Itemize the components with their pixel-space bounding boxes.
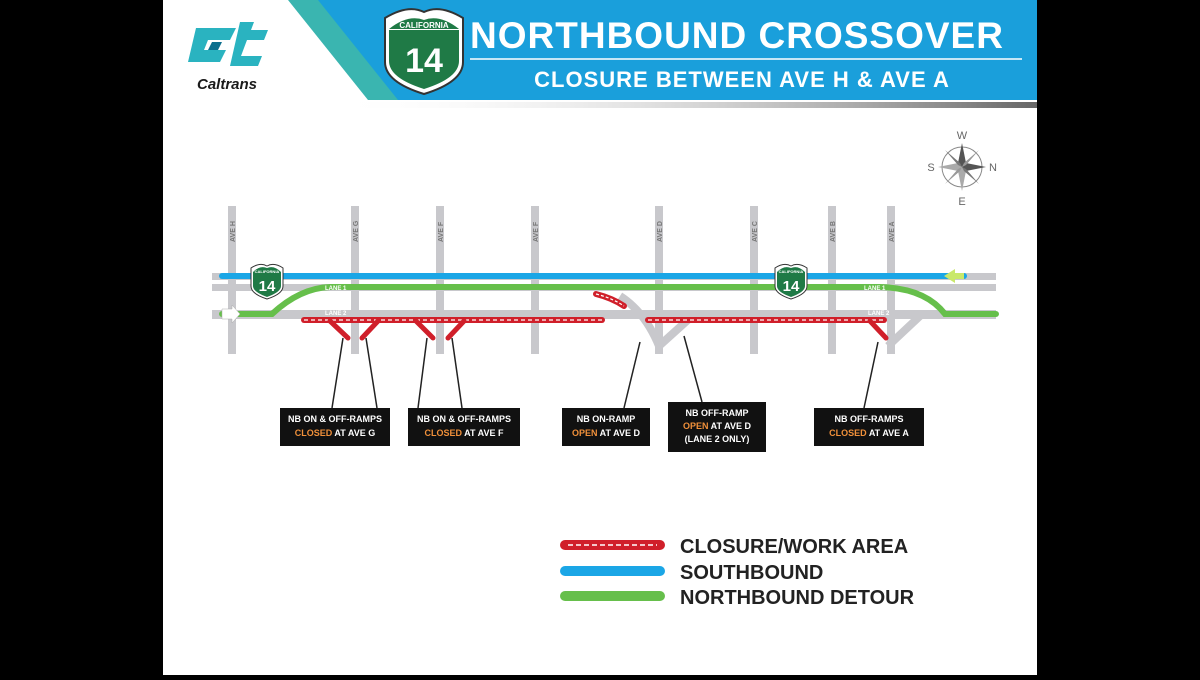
compass-n: N: [989, 162, 997, 174]
svg-text:CLOSED AT AVE F: CLOSED AT AVE F: [424, 428, 504, 438]
street-label-ave-f-east: AVE F: [533, 221, 540, 242]
lane-label-2-east: LANE 2: [868, 311, 890, 317]
route-shield-header: CALIFORNIA 14: [384, 8, 464, 96]
compass-s: S: [927, 162, 934, 174]
svg-text:(LANE 2 ONLY): (LANE 2 ONLY): [685, 434, 750, 444]
header-banner: [300, 0, 1037, 100]
compass-rose: W E S N: [927, 130, 997, 208]
closure-ramp-ave-g-off: [327, 318, 351, 341]
shield-state-label: CALIFORNIA: [399, 21, 449, 30]
lane-label-1-west: LANE 1: [325, 286, 347, 292]
caltrans-logo-text: Caltrans: [197, 76, 257, 93]
street-labels: AVE H AVE G AVE F AVE F AVE D AVE C AVE …: [230, 220, 896, 242]
closure-segments: [301, 291, 889, 341]
svg-text:14: 14: [783, 278, 800, 295]
page-subtitle: CLOSURE BETWEEN AVE H & AVE A: [534, 67, 950, 92]
shield-number: 14: [405, 42, 443, 80]
callout-ave-a: NB OFF-RAMPS CLOSED AT AVE A: [814, 408, 924, 446]
closure-ramp-ave-f-off: [413, 318, 436, 341]
northbound-detour-route: [219, 284, 999, 317]
svg-text:NB ON-RAMP: NB ON-RAMP: [577, 414, 636, 424]
callout-ave-d-offramp: NB OFF-RAMP OPEN AT AVE D (LANE 2 ONLY): [668, 402, 766, 452]
closure-ramp-ave-f-on: [445, 318, 467, 341]
street-label-ave-c: AVE C: [752, 221, 759, 242]
route-shield-map-east: CALIFORNIA 14: [774, 263, 808, 300]
svg-text:NB ON & OFF-RAMPS: NB ON & OFF-RAMPS: [288, 414, 382, 424]
ramp-ave-d-on: [617, 292, 663, 348]
callout-leaders: [331, 335, 879, 409]
svg-text:CALIFORNIA: CALIFORNIA: [255, 269, 280, 274]
lane-label-2-west: LANE 2: [325, 311, 347, 317]
callout-ave-g: NB ON & OFF-RAMPS CLOSED AT AVE G: [280, 408, 390, 446]
compass-w: W: [957, 130, 968, 142]
header: Caltrans CALIFORNIA 14 NORTHBOUND CROSSO…: [188, 0, 1037, 108]
callout-ave-f: NB ON & OFF-RAMPS CLOSED AT AVE F: [408, 408, 520, 446]
northbound-roadway: [212, 310, 996, 319]
callout-ave-d-onramp: NB ON-RAMP OPEN AT AVE D: [562, 408, 650, 446]
svg-text:NB OFF-RAMP: NB OFF-RAMP: [686, 408, 749, 418]
svg-text:CLOSED AT AVE G: CLOSED AT AVE G: [295, 428, 376, 438]
legend-label-southbound: SOUTHBOUND: [680, 562, 823, 584]
legend: CLOSURE/WORK AREA SOUTHBOUND NORTHBOUND …: [560, 536, 915, 609]
legend-label-closure: CLOSURE/WORK AREA: [680, 536, 908, 558]
street-label-ave-f-west: AVE F: [438, 221, 445, 242]
street-label-ave-h: AVE H: [230, 221, 237, 242]
street-label-ave-b: AVE B: [830, 221, 837, 242]
header-teal-stripe: [288, 0, 398, 100]
caltrans-logo: Caltrans: [188, 22, 268, 93]
svg-text:OPEN AT AVE D: OPEN AT AVE D: [572, 428, 641, 438]
street-label-ave-a: AVE A: [889, 221, 896, 242]
header-shadow: [330, 102, 1037, 108]
street-label-ave-g: AVE G: [353, 220, 360, 242]
northbound-arrow-icon: [221, 304, 241, 324]
ramp-ave-a: [885, 313, 923, 349]
street-label-ave-d: AVE D: [657, 221, 664, 242]
lane-label-1-east: LANE 1: [864, 286, 886, 292]
compass-e: E: [958, 196, 965, 208]
svg-text:OPEN AT AVE D: OPEN AT AVE D: [683, 421, 752, 431]
page-title: NORTHBOUND CROSSOVER: [470, 15, 1004, 56]
legend-label-northbound: NORTHBOUND DETOUR: [680, 587, 915, 609]
svg-text:14: 14: [259, 278, 276, 295]
svg-text:CLOSED AT AVE A: CLOSED AT AVE A: [829, 428, 909, 438]
route-shield-map-west: CALIFORNIA 14: [250, 263, 284, 300]
closure-ramp-ave-a: [867, 318, 889, 341]
southbound-arrow-icon: [944, 269, 964, 283]
svg-text:CALIFORNIA: CALIFORNIA: [779, 269, 804, 274]
closure-ramp-ave-g-on: [359, 318, 381, 341]
svg-text:NB ON & OFF-RAMPS: NB ON & OFF-RAMPS: [417, 414, 511, 424]
svg-text:NB OFF-RAMPS: NB OFF-RAMPS: [835, 414, 904, 424]
